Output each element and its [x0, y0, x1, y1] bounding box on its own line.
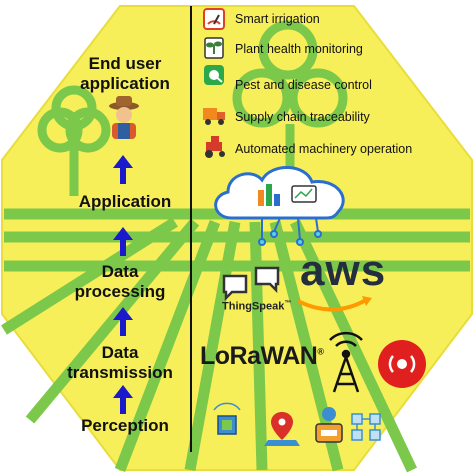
layer-label-data-transmission-line1: Data [101, 343, 139, 362]
field-rows [1, 208, 470, 473]
app-label-smart-irrigation: Smart irrigation [235, 12, 320, 26]
arrow-up-icon [113, 385, 133, 414]
thingspeak-logo-text: ThingSpeak [222, 300, 285, 313]
tree-left-icon [37, 85, 111, 196]
iot-device-icon [315, 407, 343, 443]
pest-spray-icon [204, 65, 224, 85]
tractor-icon [205, 136, 225, 158]
irrigation-gauge-icon [203, 8, 225, 30]
layer-label-end-user: End user application [60, 54, 190, 94]
cloud-icon [214, 166, 345, 220]
app-label-pest-control: Pest and disease control [235, 78, 372, 92]
lorawan-logo: LoRaWAN® [200, 342, 324, 371]
transmission-tower-icon [329, 331, 363, 393]
layer-label-data-transmission: Data transmission [50, 343, 190, 383]
lorawan-logo-text: LoRaWAN [200, 342, 318, 370]
arrow-up-icon [113, 227, 133, 256]
thingspeak-logo: ThingSpeak™ [222, 300, 291, 313]
layer-label-end-user-line2: application [80, 74, 170, 93]
layer-label-data-transmission-line2: transmission [67, 363, 173, 382]
arrow-up-icon [113, 155, 133, 184]
cloud-connections [258, 217, 322, 246]
lorawan-trademark: ® [317, 346, 324, 357]
aws-logo: aws [300, 246, 387, 295]
app-label-supply-chain: Supply chain traceability [235, 110, 370, 124]
layer-label-end-user-line1: End user [88, 54, 162, 73]
farmer-icon [109, 96, 139, 139]
sensor-chip-icon [213, 402, 241, 435]
layer-label-data-processing-line1: Data [101, 262, 139, 281]
layer-label-data-processing: Data processing [50, 262, 190, 302]
layer-label-perception: Perception [81, 416, 169, 435]
location-pin-icon [264, 412, 300, 446]
thingspeak-trademark: ™ [284, 300, 292, 307]
delivery-truck-icon [203, 108, 225, 125]
app-label-automated-machinery: Automated machinery operation [235, 142, 413, 156]
layer-label-data-processing-line2: processing [74, 282, 166, 301]
aws-smile-icon [298, 296, 372, 312]
thingspeak-logo-icon [222, 266, 280, 302]
broadcast-button-icon [378, 340, 426, 388]
plant-monitor-icon [204, 37, 224, 59]
layer-arrows [113, 155, 133, 414]
network-nodes-icon [351, 413, 381, 441]
app-label-plant-health: Plant health monitoring [235, 42, 363, 56]
arrow-up-icon [113, 307, 133, 336]
layer-label-application: Application [78, 192, 172, 211]
